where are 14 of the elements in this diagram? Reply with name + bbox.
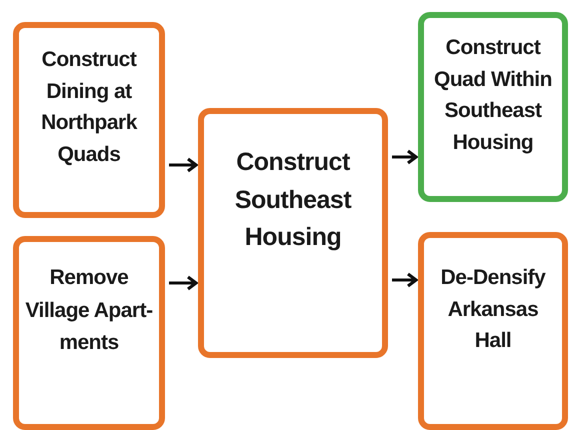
process-box [198,108,388,358]
box-label: Construct Dining at Northpark Quads [40,47,138,168]
box-label: De-Densify Arkansas Hall [440,265,546,354]
arrow [392,272,418,288]
box-label: Remove Village Apart- ments [24,265,154,356]
process-box [418,12,568,202]
arrow [169,275,198,291]
box-label: Construct Quad Within Southeast Housing [433,35,553,156]
arrow [169,157,198,173]
arrow [392,149,418,165]
process-box [13,236,165,430]
box-label: Construct Southeast Housing [234,147,352,253]
process-box [13,22,165,218]
process-box [418,232,568,430]
